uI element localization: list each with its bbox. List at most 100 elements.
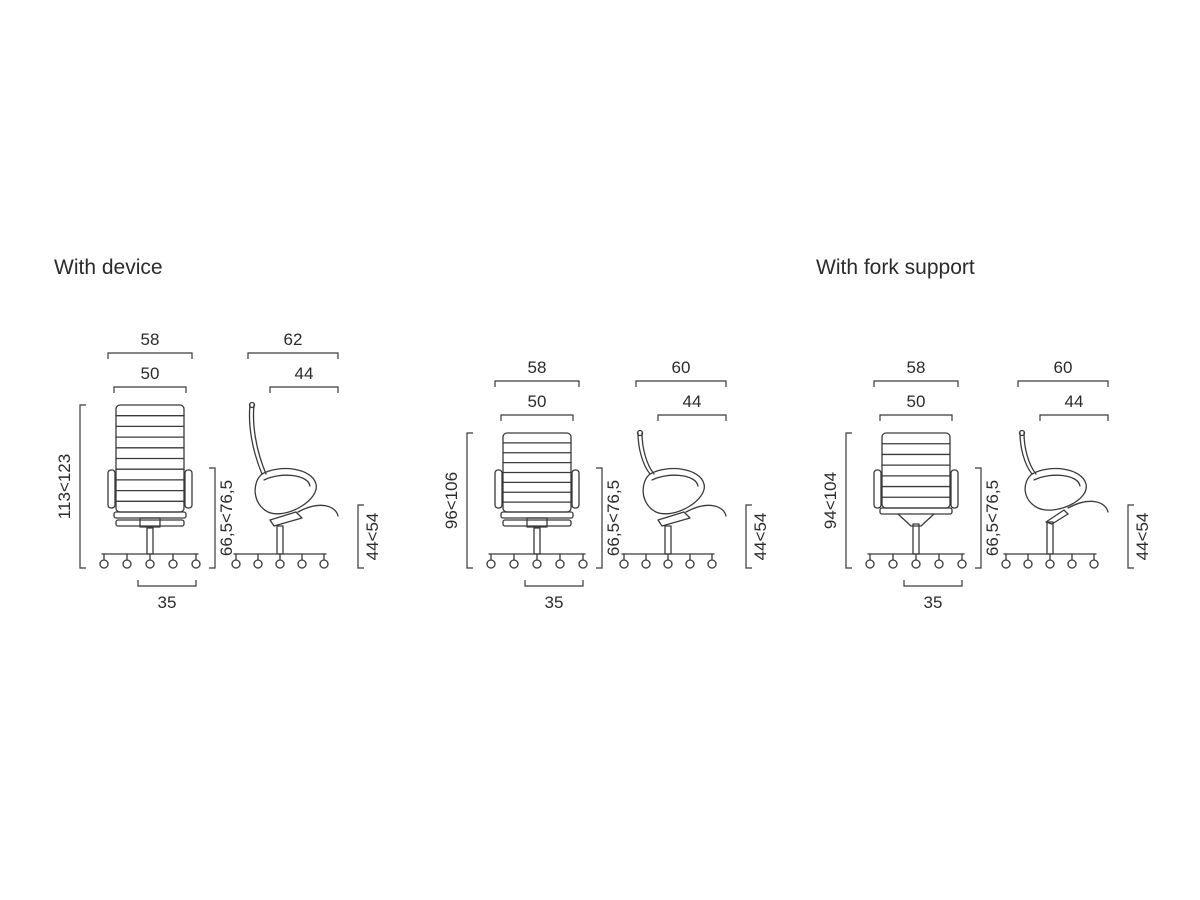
dim-seat-height [357, 504, 364, 569]
caster-wheel [319, 559, 329, 569]
caster-wheel [509, 559, 519, 569]
caster-wheel [934, 559, 944, 569]
backrest-frame-inner [637, 432, 651, 475]
front-view: 58 50 96<106 35 [442, 358, 588, 612]
seat-front-swoop [685, 504, 727, 517]
star-base [619, 553, 717, 569]
label-seat-depth: 44 [295, 364, 314, 383]
seat-armrest-loop [254, 467, 317, 515]
seat-front-swoop [297, 504, 339, 517]
dim-depth [1017, 380, 1109, 387]
dim-arm-height [596, 467, 603, 569]
star-base [486, 553, 588, 569]
dim-outer-width [494, 380, 580, 387]
caster-wheel [231, 559, 241, 569]
label-seat-width: 50 [528, 392, 547, 411]
armrest-left [873, 469, 882, 509]
caster-wheel [275, 559, 285, 569]
label-outer-width: 58 [528, 358, 547, 377]
caster-wheel [641, 559, 651, 569]
seat-armrest-loop [1024, 467, 1087, 511]
caster-wheel [957, 559, 967, 569]
dim-seat-width [879, 414, 953, 421]
caster-wheel [191, 559, 201, 569]
caster-wheel [1001, 559, 1011, 569]
dim-arm-height [209, 467, 216, 569]
label-seat-depth: 44 [683, 392, 702, 411]
label-seat-depth: 44 [1065, 392, 1084, 411]
dim-seat-depth [1039, 414, 1109, 421]
fork-support [897, 513, 935, 527]
seat-edge [500, 511, 574, 519]
caster-wheel [911, 559, 921, 569]
dim-height [845, 432, 852, 569]
backrest-frame [252, 404, 267, 475]
armrest-right [950, 469, 959, 509]
mechanism-block [526, 517, 548, 528]
dim-seat-height [1127, 504, 1134, 569]
dim-seat-width [500, 414, 574, 421]
label-seat-width: 50 [141, 364, 160, 383]
dim-outer-width [107, 352, 193, 359]
caster-wheel [253, 559, 263, 569]
label-seat-height: 44<54 [751, 513, 770, 561]
dim-seat-width [113, 386, 187, 393]
backrest-cap [248, 401, 256, 409]
seat-front-swoop [1067, 500, 1109, 513]
caster-wheel [555, 559, 565, 569]
caster-wheel [865, 559, 875, 569]
armrest-left [107, 469, 116, 509]
gas-column [912, 523, 920, 555]
seat-armrest-loop [642, 467, 705, 515]
caster-wheel [619, 559, 629, 569]
heading-with-fork-support: With fork support [816, 256, 975, 279]
label-depth: 60 [1054, 358, 1073, 377]
caster-wheel [532, 559, 542, 569]
caster-wheel [1045, 559, 1055, 569]
armrest-inner [1033, 474, 1081, 487]
dim-arm-height [975, 467, 982, 569]
seat-edge [113, 511, 187, 519]
fork-support [1045, 509, 1069, 525]
armrest-inner [651, 474, 699, 487]
caster-wheel [486, 559, 496, 569]
dim-base [524, 580, 584, 587]
label-depth: 60 [672, 358, 691, 377]
armrest-left [494, 469, 503, 509]
caster-wheel [168, 559, 178, 569]
label-base: 35 [545, 593, 564, 612]
star-base [99, 553, 201, 569]
armrest-right [571, 469, 580, 509]
label-height: 96<106 [442, 472, 461, 529]
mechanism [269, 511, 303, 527]
dim-height [466, 432, 473, 569]
label-base: 35 [158, 593, 177, 612]
caster-wheel [297, 559, 307, 569]
mechanism-block [139, 517, 161, 528]
gas-column [276, 525, 284, 555]
armrest-right [184, 469, 193, 509]
dim-seat-depth [657, 414, 727, 421]
dim-base [903, 580, 963, 587]
armrest-inner [263, 474, 311, 487]
gas-column [664, 525, 672, 555]
label-outer-width: 58 [907, 358, 926, 377]
star-base [1001, 553, 1099, 569]
label-seat-width: 50 [907, 392, 926, 411]
label-seat-height: 44<54 [1133, 513, 1152, 561]
caster-wheel [707, 559, 717, 569]
caster-wheel [145, 559, 155, 569]
star-base [865, 553, 967, 569]
dim-depth [635, 380, 727, 387]
star-base [231, 553, 329, 569]
backrest-frame-inner [1019, 432, 1033, 475]
